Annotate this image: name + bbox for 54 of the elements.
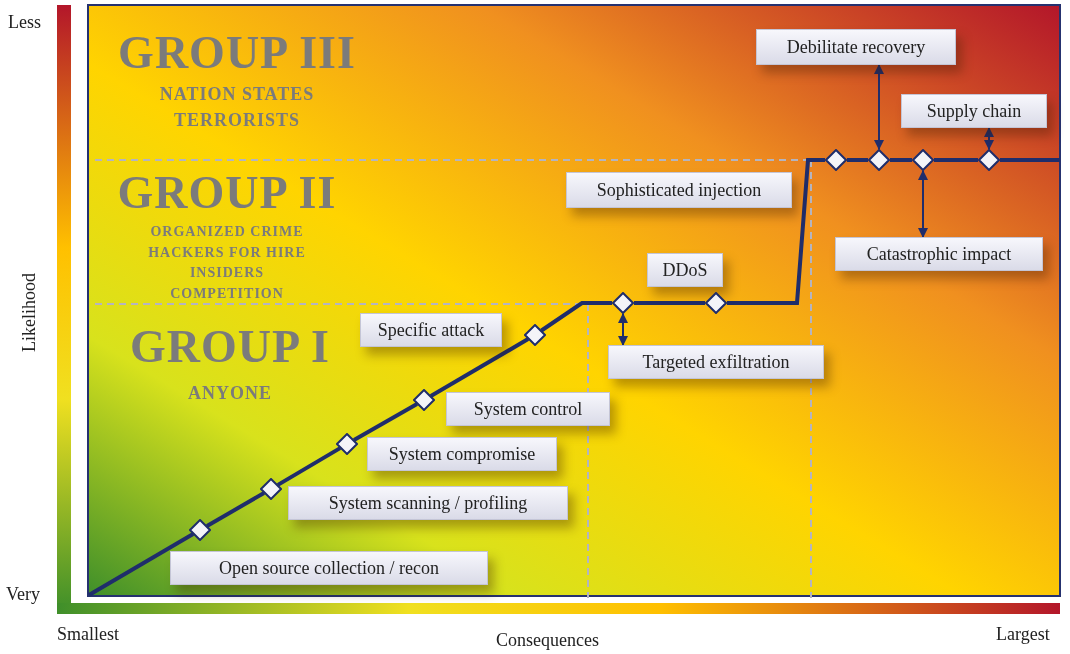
milestone-diamond: [524, 324, 546, 346]
attack-stage-label: Supply chain: [901, 94, 1047, 128]
attack-stage-label: Sophisticated injection: [566, 172, 792, 208]
axis-end-label: Less: [8, 12, 41, 33]
axis-title: Consequences: [496, 630, 599, 651]
milestone-diamond: [413, 389, 435, 411]
group-member-text: COMPETITION: [169, 286, 285, 302]
attack-stage-label: Targeted exfiltration: [608, 345, 824, 379]
attack-stage-label: System control: [446, 392, 610, 426]
attack-stage-label: DDoS: [647, 253, 723, 287]
group-member-text: ORGANIZED CRIME: [149, 224, 305, 240]
group-member-text: HACKERS FOR HIRE: [147, 245, 307, 261]
double-headed-arrow: [874, 64, 884, 150]
milestone-diamond: [978, 149, 1000, 171]
attack-stage-label: Specific attack: [360, 313, 502, 347]
milestone-diamond: [260, 478, 282, 500]
threat-progression-line: [634, 301, 705, 305]
group-member-text: INSIDERS: [188, 265, 266, 281]
threat-progression-line: [276, 446, 342, 487]
attack-stage-label: Open source collection / recon: [170, 551, 488, 585]
threat-progression-line: [727, 158, 825, 305]
group-member-text: NATION STATES: [158, 85, 316, 105]
milestone-diamond: [612, 292, 634, 314]
threat-progression-line: [206, 491, 265, 528]
group-heading: GROUP III: [117, 28, 357, 79]
axis-title: Likelihood: [19, 273, 40, 352]
axis-end-label: Smallest: [57, 624, 119, 645]
milestone-diamond: [336, 433, 358, 455]
attack-stage-label: Debilitate recovery: [756, 29, 956, 65]
threat-progression-line: [847, 158, 868, 162]
group-member-text: TERRORISTS: [172, 111, 301, 131]
threat-progression-line: [429, 337, 530, 398]
threat-progression-line: [934, 158, 978, 162]
threat-progression-line: [890, 158, 912, 162]
double-headed-arrow: [618, 313, 628, 346]
attack-stage-label: Catastrophic impact: [835, 237, 1043, 271]
milestone-diamond: [189, 519, 211, 541]
attack-stage-label: System scanning / profiling: [288, 486, 568, 520]
group-heading: GROUP II: [116, 168, 338, 219]
group-member-text: ANYONE: [187, 384, 273, 404]
milestone-diamond: [705, 292, 727, 314]
threat-progression-line: [353, 402, 418, 442]
axis-end-label: Very: [6, 584, 40, 605]
attack-stage-label: System compromise: [367, 437, 557, 471]
group-heading: GROUP I: [129, 322, 331, 373]
milestone-diamond: [868, 149, 890, 171]
double-headed-arrow: [918, 170, 928, 238]
threat-progression-line: [1000, 158, 1060, 162]
milestone-diamond: [825, 149, 847, 171]
axis-end-label: Largest: [996, 624, 1050, 645]
double-headed-arrow: [984, 127, 994, 150]
threat-progression-line: [88, 532, 195, 597]
milestone-diamond: [912, 149, 934, 171]
threat-progression-line: [540, 301, 612, 333]
